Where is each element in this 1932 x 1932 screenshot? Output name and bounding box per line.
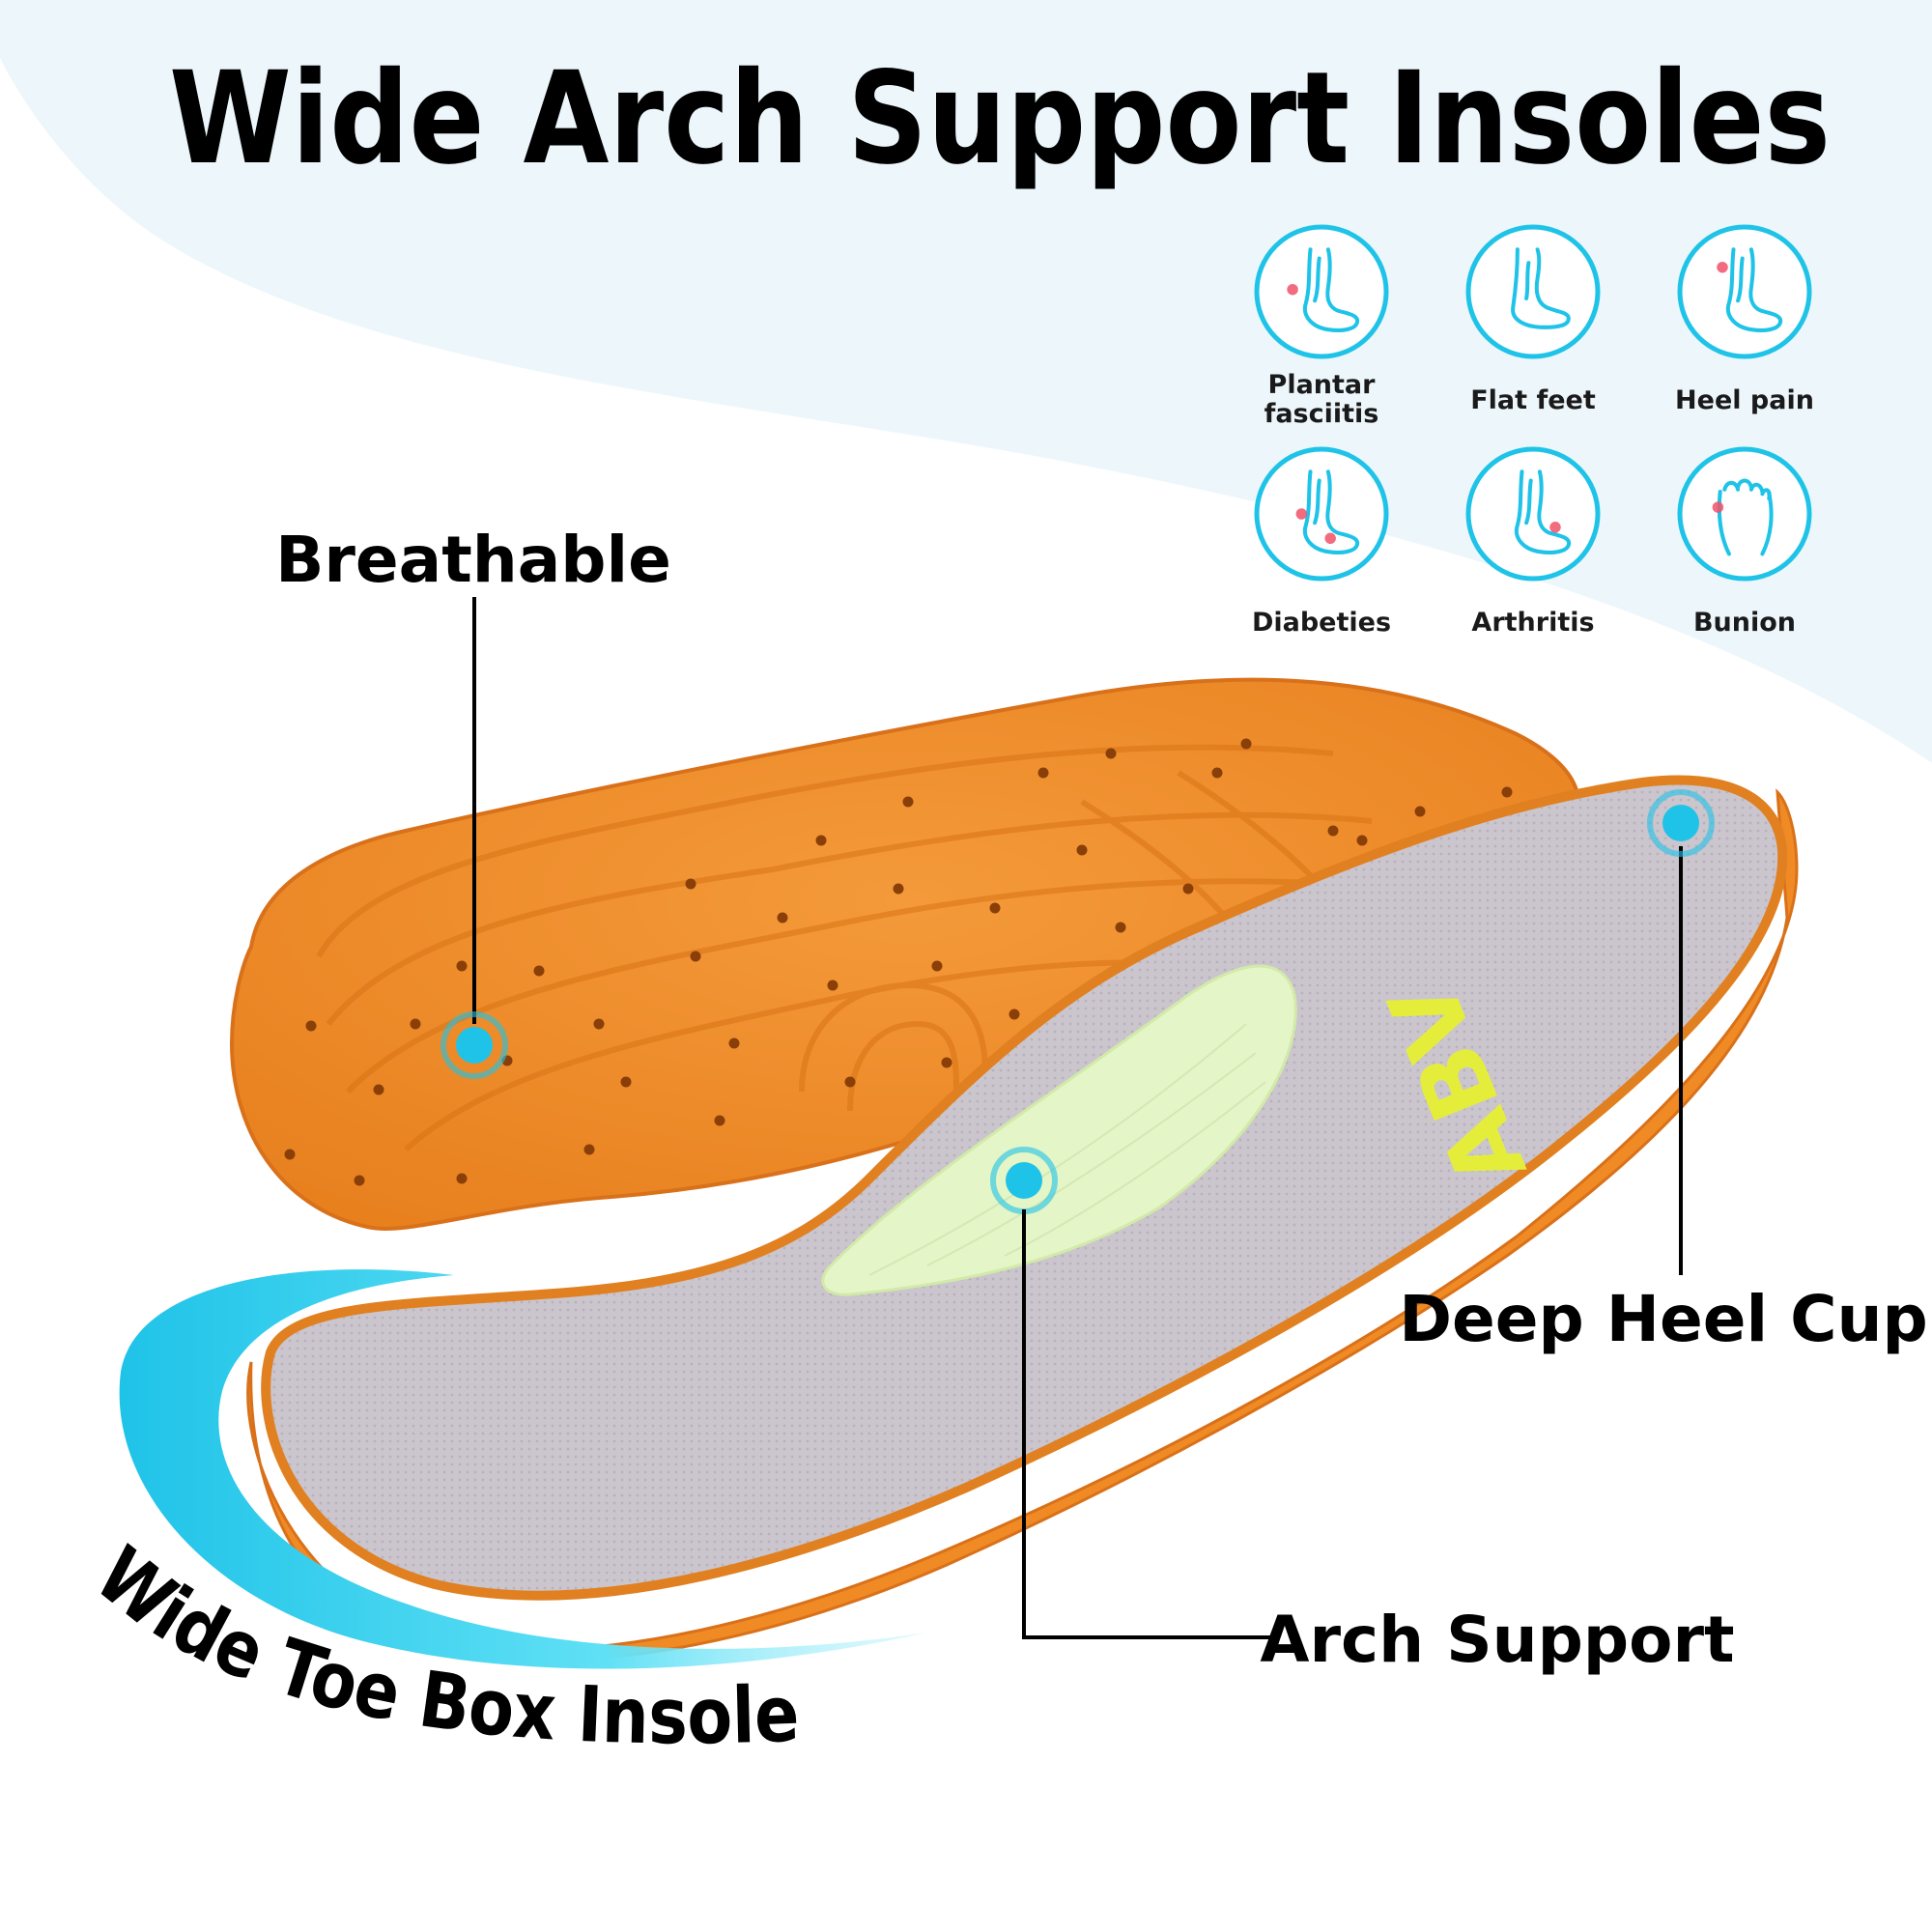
deep-heel-cup-marker-ring	[1647, 789, 1715, 857]
perforation-hole	[1182, 883, 1194, 895]
condition-icon-stroke	[1302, 469, 1360, 554]
condition-icon-stroke	[1313, 478, 1321, 526]
perforation-hole	[728, 1037, 740, 1049]
pain-point-dot	[1549, 522, 1561, 533]
arch-support-leader-line	[1022, 1209, 1275, 1639]
condition-icon-circle	[1465, 224, 1601, 359]
pain-point-dot	[1324, 532, 1336, 545]
condition-label: Bunion	[1693, 608, 1796, 638]
perforation-hole	[354, 1175, 365, 1186]
perforation-hole	[931, 960, 943, 972]
condition-label: Plantar	[1268, 370, 1377, 400]
condition-item: Diabeties	[1252, 446, 1391, 638]
perforation-hole	[373, 1084, 384, 1095]
condition-icon-stroke	[1725, 247, 1783, 332]
perforation-hole	[690, 951, 701, 962]
perforation-hole	[815, 835, 827, 846]
condition-item: Heel pain	[1675, 224, 1814, 415]
condition-icon-stroke	[1736, 256, 1745, 303]
perforation-hole	[1009, 1009, 1020, 1020]
condition-icon-stroke	[1511, 247, 1571, 329]
condition-icon-circle	[1677, 446, 1812, 582]
condition-label: Arthritis	[1471, 608, 1594, 638]
foot-front-toes-icon	[1712, 478, 1774, 556]
perforation-hole	[989, 902, 1001, 914]
perforation-hole	[893, 883, 904, 895]
perforation-hole	[1037, 767, 1049, 779]
arch-support-label: Arch Support	[1260, 1603, 1734, 1677]
perforation-hole	[1414, 806, 1426, 817]
arch-support-pad	[821, 964, 1297, 1296]
perforation-hole	[1240, 738, 1252, 750]
perforation-hole	[456, 960, 468, 972]
condition-label: Heel pain	[1675, 385, 1814, 415]
perforation-hole	[305, 1020, 317, 1032]
condition-item: Bunion	[1677, 446, 1812, 638]
condition-icon-stroke	[1524, 261, 1531, 300]
perforation-hole	[844, 1076, 856, 1088]
perforation-hole	[1501, 786, 1513, 798]
perforation-hole	[714, 1115, 725, 1126]
perforation-hole	[902, 796, 914, 808]
deep-heel-cup-marker-dot	[1662, 805, 1699, 841]
condition-icon-stroke	[1302, 247, 1360, 332]
breathable-marker-ring	[440, 1011, 508, 1079]
perforation-hole	[456, 1173, 468, 1184]
perforation-hole	[1115, 922, 1126, 933]
background-wave	[0, 0, 1932, 763]
pain-point-dot	[1295, 508, 1308, 520]
condition-label: Flat feet	[1470, 385, 1596, 415]
perforation-hole	[410, 1018, 421, 1030]
foot-side-heel-dot-icon	[1287, 247, 1360, 332]
condition-item: Flat feet	[1465, 224, 1601, 415]
breathable-label: Breathable	[275, 523, 671, 597]
arch-support-marker-dot	[1006, 1162, 1042, 1199]
pain-point-dot	[1287, 283, 1298, 296]
foot-two-dots-icon	[1295, 469, 1360, 554]
deep-heel-cup-label: Deep Heel Cup	[1399, 1282, 1928, 1356]
perforation-hole	[941, 1057, 952, 1068]
insole-underside	[229, 677, 1580, 1231]
perforation-hole	[1105, 748, 1117, 759]
flat-foot-icon	[1511, 247, 1571, 329]
condition-icon-circle	[1465, 446, 1601, 582]
perforation-hole	[1356, 835, 1368, 846]
condition-icon-circle	[1254, 446, 1389, 582]
perforation-hole	[1327, 825, 1339, 837]
breathable-marker-dot	[456, 1027, 493, 1064]
condition-item: Arthritis	[1465, 446, 1601, 638]
condition-icon-stroke	[1313, 256, 1321, 303]
condition-icon-stroke	[1722, 478, 1772, 500]
pain-point-dot	[1717, 261, 1728, 273]
perforation-hole	[593, 1018, 605, 1030]
callout-deep-heel-cup: Deep Heel Cup	[1399, 789, 1928, 1356]
heel-pain-foot-icon	[1717, 247, 1783, 332]
perforation-hole	[620, 1076, 632, 1088]
perforation-hole	[284, 1149, 296, 1160]
condition-icon-stroke	[1514, 469, 1572, 554]
pain-point-dot	[1712, 501, 1724, 513]
perforation-hole	[777, 912, 788, 923]
perforation-hole	[827, 980, 838, 991]
condition-label: Diabeties	[1252, 608, 1391, 638]
ankle-dot-foot-icon	[1514, 469, 1572, 554]
perforation-hole	[583, 1144, 595, 1155]
callout-breathable: Breathable	[275, 523, 671, 1079]
insole-top-sidewall	[246, 788, 1799, 1662]
perforation-hole	[533, 965, 545, 977]
page-title: Wide Arch Support Insoles	[169, 44, 1831, 193]
perforation-hole	[685, 878, 696, 890]
perforation-hole	[1076, 844, 1088, 856]
condition-icon-stroke	[1524, 478, 1533, 526]
perforation-hole	[1211, 767, 1223, 779]
toe-box-swoosh	[119, 1269, 927, 1669]
condition-label: fasciitis	[1264, 399, 1379, 429]
condition-icon-circle	[1677, 224, 1812, 359]
callout-arch-support: Arch Support	[990, 1147, 1735, 1677]
condition-icon-circle	[1254, 224, 1389, 359]
